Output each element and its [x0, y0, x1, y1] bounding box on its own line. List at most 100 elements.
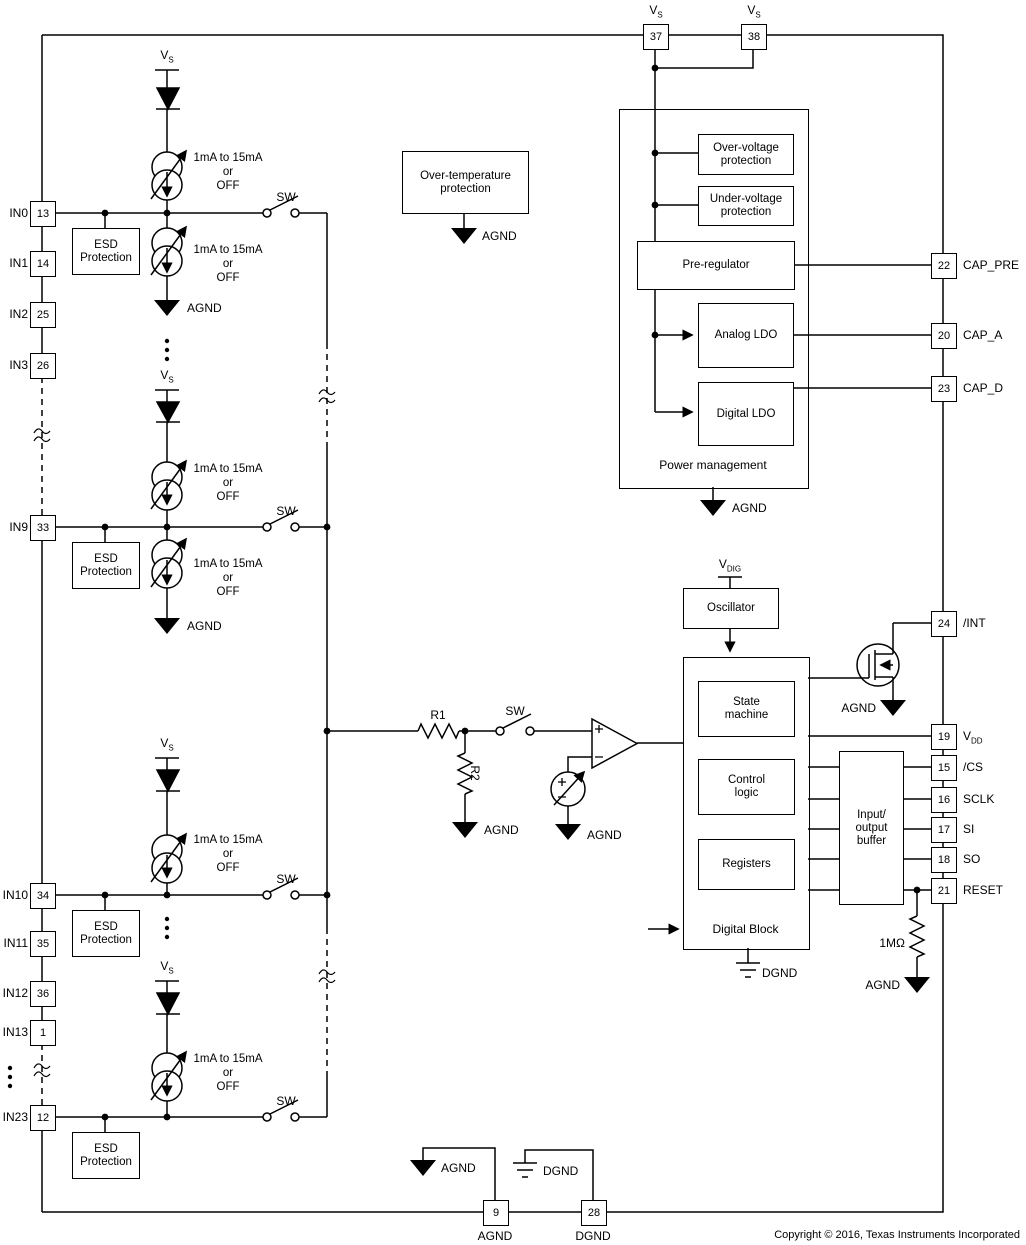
sw-label: SW [276, 190, 296, 204]
vs-label-pin38: VS [747, 3, 761, 20]
pin-label-sclk: SCLK [963, 792, 995, 806]
pin-label-si: SI [963, 822, 975, 836]
switch-icon [262, 195, 535, 1122]
vs-label: VS [160, 959, 174, 976]
r2-label: R2 [468, 765, 482, 781]
dgnd-label: DGND [762, 966, 798, 980]
pin-cs: 15 [931, 755, 957, 781]
pin-cap-pre: 22 [931, 253, 957, 279]
over-voltage-protection-block: Over-voltage protection [698, 134, 794, 175]
sw-label: SW [276, 1094, 296, 1108]
oscillator-wires [718, 576, 742, 653]
power-management-caption: Power management [659, 458, 767, 472]
pin-in9: 33 [30, 515, 56, 541]
agnd-label: AGND [187, 619, 222, 633]
vs-label: VS [160, 736, 174, 753]
pin-vdd: 19 [931, 724, 957, 750]
pin-in0: 13 [30, 201, 56, 227]
pin-int: 24 [931, 611, 957, 637]
agnd-label: AGND [841, 701, 876, 715]
pin-label-agnd: AGND [477, 1229, 513, 1243]
power-management-block [619, 109, 809, 489]
agnd-label: AGND [484, 823, 519, 837]
pin-label-in1: IN1 [9, 256, 28, 270]
registers-block: Registers [698, 839, 795, 890]
agnd-label: AGND [441, 1161, 476, 1175]
pin-label-cap-d: CAP_D [963, 381, 1004, 395]
resistor-icon [417, 722, 926, 977]
pin-label-cap-pre: CAP_PRE [963, 258, 1020, 272]
pin-in23: 12 [30, 1105, 56, 1131]
mosfet-icon [808, 623, 900, 700]
digital-block-caption: Digital Block [712, 922, 779, 936]
copyright-text: Copyright © 2016, Texas Instruments Inco… [774, 1229, 1020, 1241]
pin-label-dgnd: DGND [575, 1229, 611, 1243]
pin-label-in0: IN0 [9, 206, 28, 220]
current-source-label: 1mA to 15mA or OFF [193, 463, 263, 503]
line-break-icon [33, 389, 336, 1078]
pin-in2: 25 [30, 302, 56, 328]
pin-label-in23: IN23 [2, 1110, 28, 1124]
right-pin-wires [792, 264, 931, 891]
oscillator-block: Oscillator [683, 588, 779, 629]
vs-diode-icon [155, 69, 181, 1053]
agnd-symbol [154, 228, 930, 1176]
sw-label: SW [505, 704, 525, 718]
pin-label-in10: IN10 [2, 888, 28, 902]
dgnd-label: DGND [543, 1164, 579, 1178]
pin-label-reset: RESET [963, 883, 1004, 897]
dgnd-symbol [513, 948, 760, 1200]
pm-agnd-stub [463, 212, 714, 500]
pin-in13: 1 [30, 1020, 56, 1046]
agnd-label: AGND [732, 501, 767, 515]
sw-label: SW [276, 504, 296, 518]
pin-label-in11: IN11 [3, 936, 28, 950]
digital-block [683, 657, 810, 950]
sw-label: SW [276, 872, 296, 886]
pin-label-in9: IN9 [9, 520, 28, 534]
pin-in10: 34 [30, 883, 56, 909]
pin-label-in3: IN3 [9, 358, 28, 372]
pin-reset: 21 [931, 878, 957, 904]
current-source-label: 1mA to 15mA or OFF [193, 834, 263, 874]
pin-cap-d: 23 [931, 376, 957, 402]
pin-si: 17 [931, 817, 957, 843]
junction-dots [101, 64, 921, 1121]
pin-label-in2: IN2 [9, 307, 28, 321]
reset-pullup-label: 1MΩ [879, 936, 905, 950]
over-temperature-protection-block: Over-temperature protection [402, 151, 529, 214]
pin-label-in13: IN13 [2, 1025, 28, 1039]
pin-vs-37: 37 [643, 24, 669, 50]
pin-label-cs: /CS [963, 760, 984, 774]
under-voltage-protection-block: Under-voltage protection [698, 186, 794, 226]
pin-sclk: 16 [931, 787, 957, 813]
supply-feed-wires [654, 49, 754, 418]
agnd-label: AGND [587, 828, 622, 842]
agnd-pin-riser [422, 1147, 496, 1200]
agnd-label: AGND [865, 978, 900, 992]
state-machine-block: State machine [698, 681, 795, 737]
comparator-icon [591, 717, 639, 770]
current-source-label: 1mA to 15mA or OFF [193, 558, 263, 598]
current-source-icon [150, 149, 187, 1102]
pin-cap-a: 20 [931, 323, 957, 349]
pin-vs-38: 38 [741, 24, 767, 50]
vs-label: VS [160, 48, 174, 65]
pin-agnd: 9 [483, 1200, 509, 1226]
vs-label-pin37: VS [649, 3, 663, 20]
vdig-label: VDIG [718, 557, 742, 574]
pin-so: 18 [931, 847, 957, 873]
agnd-label: AGND [482, 229, 517, 243]
pin-label-so: SO [963, 852, 981, 866]
pin-label-int: /INT [963, 616, 986, 630]
r1-label: R1 [430, 708, 446, 722]
variable-source-icon [550, 770, 586, 807]
digital-ldo-block: Digital LDO [698, 382, 794, 446]
current-source-label: 1mA to 15mA or OFF [193, 1053, 263, 1093]
